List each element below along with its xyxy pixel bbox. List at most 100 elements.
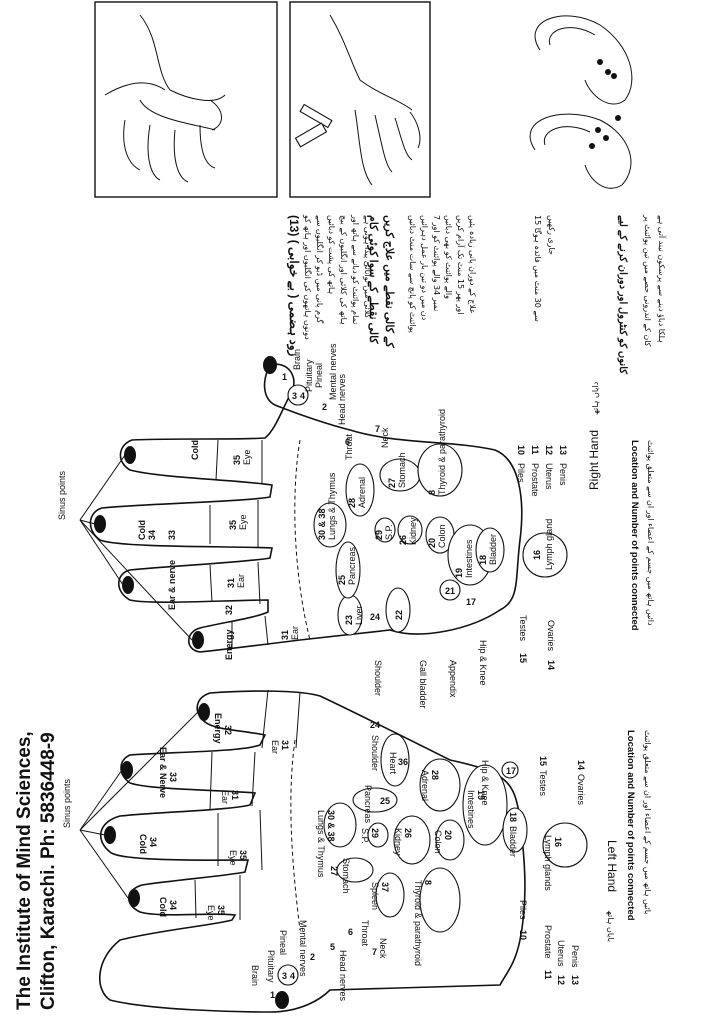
- left-finger-num-0: 32: [223, 725, 233, 735]
- right-seg-label-0: Ear: [290, 626, 300, 640]
- left-wrist-label-piles: Piles: [518, 900, 528, 920]
- left-zone-stomach: [375, 872, 405, 918]
- right-palm-num-bladder: 18: [478, 555, 488, 565]
- right-seg-num-3: 35: [232, 455, 242, 465]
- left-palm-label-kidney: Kidney: [393, 828, 403, 856]
- left-zone-bladder: [502, 807, 528, 853]
- right-thumb-num-3: 3: [292, 391, 297, 401]
- right-wrist-num-penis: 13: [558, 445, 568, 455]
- right-hand-subcaption-urdu: دائیں ہاتھ میں جسم کے اعضاء اور ان سے مت…: [646, 440, 655, 626]
- left-sinus-label: Sinus points: [62, 778, 72, 828]
- right-finger-label-0: Energy: [224, 629, 234, 660]
- left-wrist-num-uterus: 12: [556, 975, 566, 985]
- urdu-body-1: دن میں دو تین بار عمل دہرائیں: [420, 215, 429, 321]
- urdu-line-5: کلائی میں توانائی پیدا ہوتی ہے: [363, 215, 372, 318]
- urdu-body-0: پوائنٹ کو پانچ سے سات منٹ دبائیں: [408, 215, 417, 333]
- right-thumb-num-7: 7: [375, 424, 380, 434]
- left-wrist-num-penis: 13: [570, 975, 580, 985]
- right-palm-label-adrenal: Adrenal: [357, 477, 367, 508]
- ear-point-2: [605, 69, 611, 75]
- left-palm-num-thyroid: 8: [423, 880, 433, 885]
- left-seg-num-3: 35: [216, 905, 226, 915]
- ear-point-5: [603, 135, 609, 141]
- urdu-line-4: تمام پوائنٹ کو دبانے سے ہاتھ اور: [351, 214, 360, 324]
- left-palm-num-testes: 15: [538, 756, 548, 766]
- right-hand-outline: [89, 363, 523, 653]
- left-hand-caption: Left Hand: [605, 840, 619, 892]
- left-seg-label-3: Eye: [206, 905, 216, 921]
- right-palm-label-ovaries: Ovaries: [546, 620, 556, 652]
- left-zone-lungs: [323, 802, 357, 848]
- left-thumb-tip: [275, 991, 289, 1009]
- left-wrist-label-uterus: Uterus: [556, 940, 566, 967]
- right-palm-label-appendix: Appendix: [448, 660, 458, 698]
- urdu-line-3: ہاتھ کی کلائی اور انگلیوں کے بیچ: [339, 215, 349, 325]
- right-seg-label-3: Eye: [242, 449, 252, 465]
- left-palm-label-lymph: Lymph glands: [543, 835, 553, 891]
- left-seg-label-0: Ear: [270, 740, 280, 754]
- right-palm-label-thyroid: Thyroid & parathyroid: [437, 409, 447, 495]
- right-thumb-label-head: Head nerves: [337, 373, 347, 425]
- right-palm-num-hip: 17: [466, 597, 476, 607]
- right-palm-label-kidney: Kidney: [408, 517, 418, 545]
- right-palm-label-stomach: Stomach: [397, 452, 407, 488]
- clip-device-icon: [299, 103, 333, 129]
- right-zone-adrenal: [345, 463, 375, 517]
- right-thumb-label-mental: Mental nerves: [328, 343, 338, 400]
- right-wrist-num-prostate: 11: [530, 445, 540, 455]
- right-palm-num-shoulder: 24: [370, 612, 380, 622]
- left-palm-num-hip: 17: [506, 766, 516, 776]
- right-palm-label-shoulder: Shoulder: [373, 660, 383, 696]
- left-palm-label-lungs: Lungs & Thymus: [316, 810, 326, 878]
- right-thumb-num-4: 4: [300, 391, 305, 401]
- clip-device-icon-2: [294, 122, 328, 148]
- left-seg-num-2: 35: [238, 850, 248, 860]
- left-finger-label-1: Ear & Nerve: [158, 747, 168, 798]
- ear-illustration: [529, 15, 633, 189]
- left-thumb-label-brain: Brain: [250, 965, 260, 986]
- ear-point-7: [589, 143, 595, 149]
- left-palm-label-hip: Hip & Knee: [480, 760, 490, 806]
- right-zone-kidney: [397, 515, 423, 545]
- left-palm-num-spleen: 28: [430, 770, 440, 780]
- right-palm-num-thyroid: 8: [427, 490, 437, 495]
- right-thumb-label-throat: Throat: [344, 433, 354, 460]
- ear-point-6: [615, 115, 621, 121]
- right-finger-label-2: Cold: [137, 520, 147, 540]
- urdu-body-6: 15 سے 30 منٹ میں فائدہ ہوگا: [533, 215, 543, 322]
- left-thumb-label-pituitary: Pituitary: [266, 950, 276, 983]
- urdu-body-4: اور پھر 15 منٹ تک آرام کریں: [456, 215, 466, 314]
- left-thumb-label-pineal: Pineal: [278, 930, 288, 955]
- left-palm-label-shoulder: Shoulder: [370, 735, 380, 771]
- right-seg-num-0: 31: [280, 630, 290, 640]
- right-sinus-label: Sinus points: [57, 470, 67, 520]
- right-wrist-num-uterus: 12: [544, 445, 554, 455]
- left-thumb-label-mental: Mental nerves: [298, 920, 308, 977]
- right-zone-pancreas: [335, 541, 361, 599]
- left-hand-subcaption: Location and Number of points connected: [625, 730, 636, 921]
- right-palm-label-bladder: Bladder: [488, 534, 498, 565]
- right-finger-num-2: 34: [147, 530, 157, 540]
- left-finger-num-2: 34: [148, 837, 158, 847]
- left-thumb-num-5: 5: [330, 942, 335, 952]
- left-palm-num-ovaries: 14: [576, 760, 586, 770]
- left-zone-intestines: [462, 764, 508, 846]
- right-hand-caption: Right Hand: [587, 430, 601, 490]
- right-seg-num-2: 35: [228, 520, 238, 530]
- right-finger-num-1: 33: [167, 530, 177, 540]
- left-palm-num-lymph: 16: [553, 837, 563, 847]
- right-thumb-label-brain: Brain: [292, 349, 302, 370]
- left-seg-label-2: Eye: [228, 850, 238, 866]
- hand-illustration-1: [104, 14, 226, 183]
- left-wrist-label-prostate: Prostate: [543, 925, 553, 959]
- left-zone-sp: [367, 822, 389, 848]
- right-palm-label-intestines: Intestines: [464, 539, 474, 578]
- right-palm-label-colon: Colon: [437, 524, 447, 548]
- right-finger-label-1: Ear & nerve: [167, 560, 177, 610]
- left-palm-label-colon: Colon: [433, 830, 443, 854]
- right-zone-lungs: [313, 502, 347, 548]
- right-fingertip-energy: [192, 631, 204, 649]
- urdu-ear-line-1: ہلکا دباؤ دینے سے پرسکون نیند آتی ہے: [657, 215, 667, 343]
- left-palm-label-heart: Heart: [388, 752, 398, 775]
